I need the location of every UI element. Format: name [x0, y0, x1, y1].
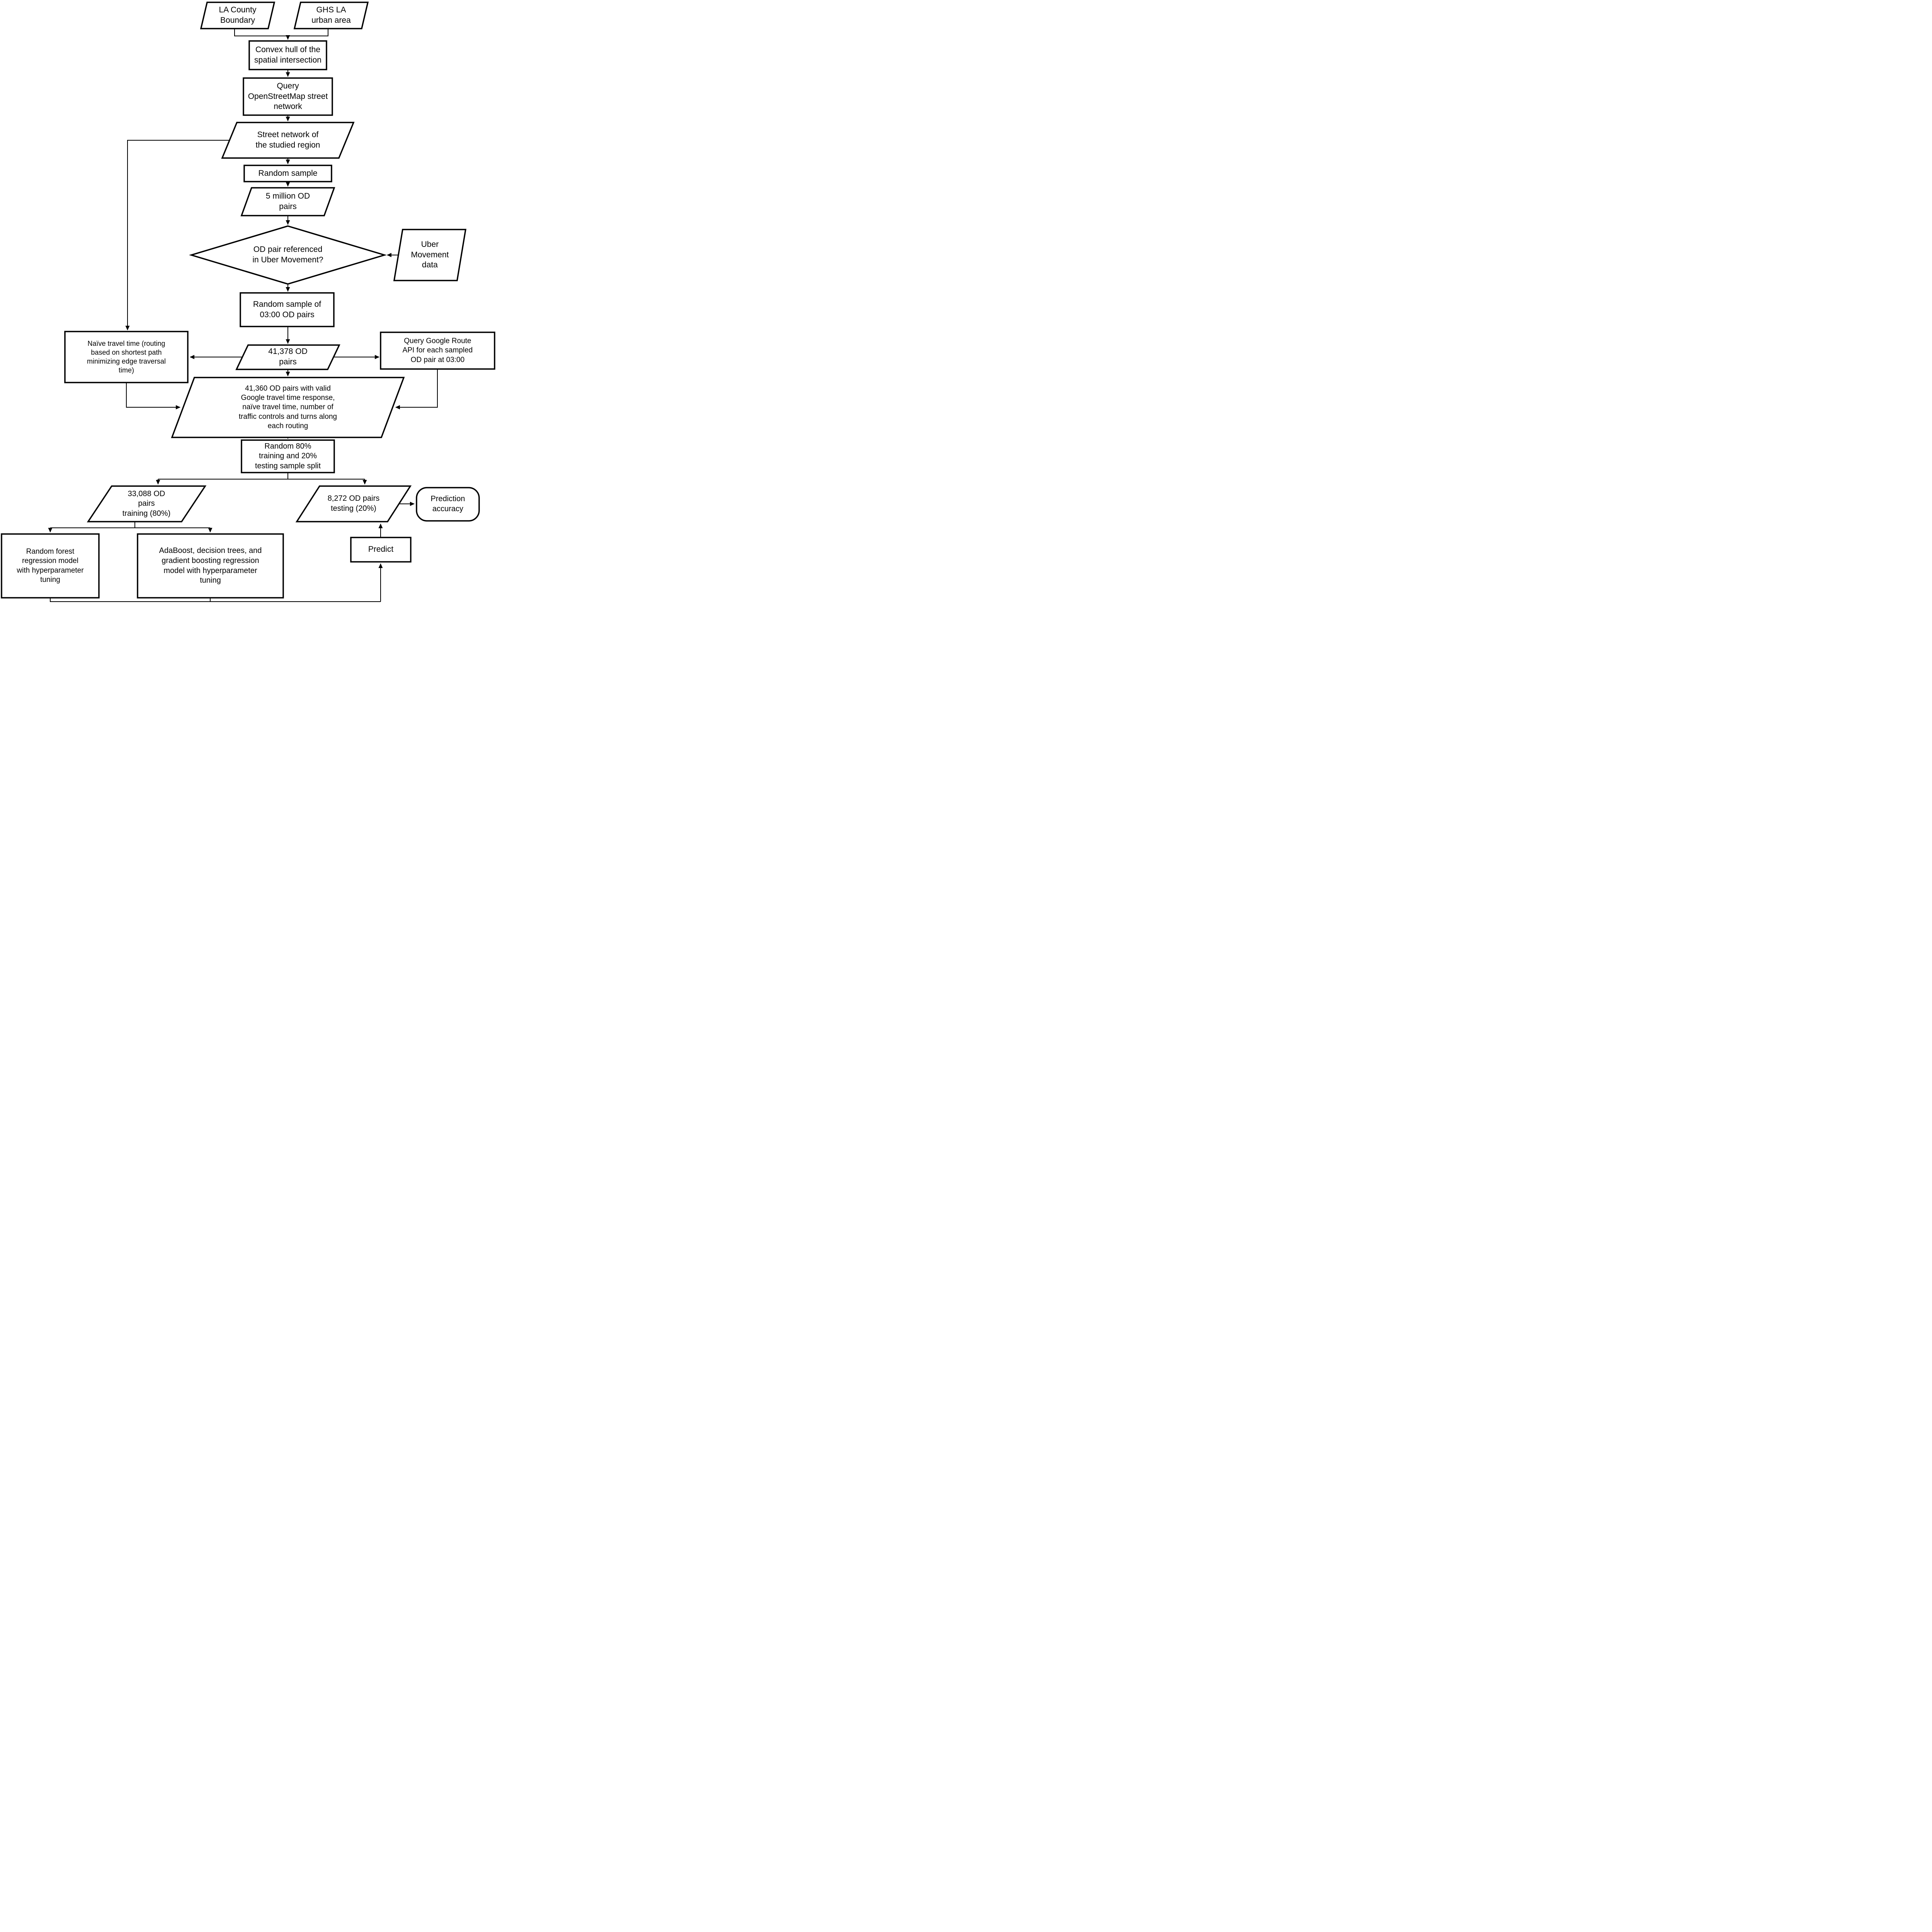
- node-label-google-api: Query Google Route API for each sampled …: [402, 337, 473, 364]
- node-label-predict: Predict: [368, 545, 394, 554]
- node-label-ghs-urban: GHS LA urban area: [311, 5, 351, 25]
- node-shape-boosting-models: [137, 533, 284, 599]
- node-label-five-million: 5 million OD pairs: [265, 192, 310, 211]
- node-label-41378: 41,378 OD pairs: [268, 347, 308, 366]
- node-label-random-0300: Random sample of 03:00 OD pairs: [253, 299, 321, 319]
- node-label-split-80-20: Random 80% training and 20% testing samp…: [255, 442, 321, 470]
- node-shape-la-county: [200, 2, 276, 29]
- connectors: [48, 29, 438, 602]
- node-label-uber-data: Uber Movement data: [411, 240, 449, 270]
- edge-naive-41360: [126, 383, 180, 410]
- node-shape-street-network: [221, 122, 355, 159]
- node-shape-convex-hull: [248, 40, 327, 70]
- node-label-random-forest: Random forest regression model with hype…: [17, 547, 84, 584]
- node-label-random-sample: Random sample: [258, 168, 318, 178]
- node-shape-od-referenced: [189, 225, 387, 285]
- edge-google-41360: [395, 369, 438, 410]
- edge-street-naive: [125, 140, 230, 330]
- node-label-41360: 41,360 OD pairs with valid Google travel…: [238, 384, 337, 430]
- node-shape-split-80-20: [241, 439, 335, 473]
- node-shape-naive-time: [64, 331, 189, 383]
- node-label-la-county: LA County Boundary: [219, 5, 257, 25]
- node-shape-query-osm: [243, 77, 333, 116]
- node-shape-41360: [171, 377, 405, 438]
- node-label-training-33088: 33,088 OD pairs training (80%): [122, 489, 171, 518]
- node-shape-testing-8272: [295, 485, 412, 522]
- node-label-street-network: Street network of the studied region: [255, 130, 320, 150]
- node-shape-uber-data: [393, 229, 467, 281]
- node-shape-prediction-accuracy: [416, 487, 480, 522]
- node-shape-training-33088: [87, 485, 207, 522]
- node-shape-random-sample: [243, 165, 332, 182]
- node-shape-predict: [350, 537, 412, 563]
- node-shape-ghs-urban: [293, 2, 369, 29]
- node-label-convex-hull: Convex hull of the spatial intersection: [254, 45, 321, 65]
- node-shape-five-million: [240, 187, 335, 216]
- node-label-naive-time: Naïve travel time (routing based on shor…: [87, 339, 166, 374]
- node-shape-google-api: [380, 332, 495, 370]
- node-label-testing-8272: 8,272 OD pairs testing (20%): [327, 494, 380, 513]
- flowchart-canvas: LA County Boundary GHS LA urban area Con…: [0, 0, 520, 604]
- node-label-od-referenced: OD pair referenced in Uber Movement?: [252, 245, 323, 264]
- node-shape-41378: [235, 344, 340, 370]
- node-label-prediction-accuracy: Prediction accuracy: [430, 495, 465, 513]
- node-label-query-osm: Query OpenStreetMap street network: [248, 81, 328, 111]
- node-label-boosting-models: AdaBoost, decision trees, and gradient b…: [159, 546, 262, 585]
- flowchart-shapes-and-connectors: [1, 2, 495, 602]
- node-shape-random-0300: [240, 292, 335, 327]
- node-shape-random-forest: [1, 533, 100, 599]
